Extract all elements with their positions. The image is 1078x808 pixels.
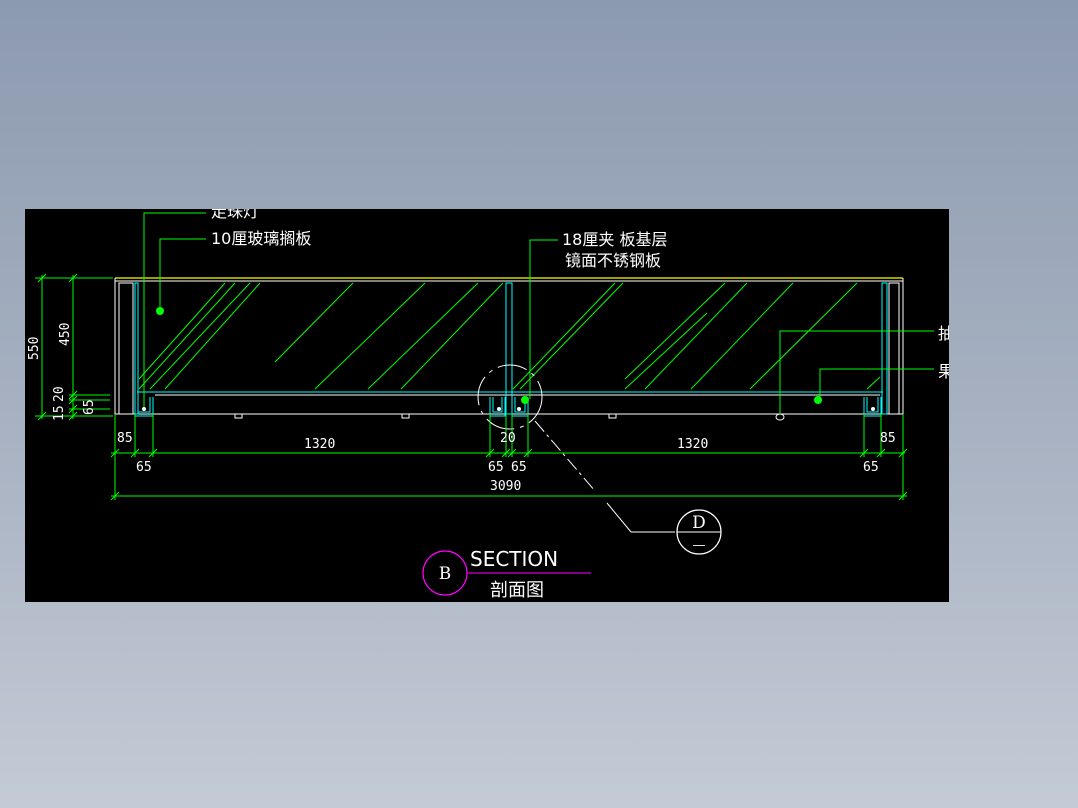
- detail-circle: [477, 364, 543, 430]
- dim-span-left: 1320: [304, 437, 335, 452]
- detail-callout: D —: [676, 509, 722, 555]
- bead-lamp-dot: [497, 407, 501, 411]
- leader-glass-shelf: [159, 238, 206, 309]
- leader-handle: [779, 330, 934, 414]
- left-post-inner: [134, 282, 139, 415]
- bracket-center-a: [489, 397, 506, 417]
- glass-hatching: [138, 282, 881, 390]
- dim-total-width: 3090: [490, 479, 521, 494]
- drawer-handle-mark: [775, 413, 785, 421]
- label-glass-shelf: 10厘玻璃搁板: [211, 229, 311, 248]
- right-post: [881, 282, 888, 415]
- leader-plywood: [529, 239, 558, 399]
- detail-callout-letter: D: [692, 513, 706, 533]
- leaders: [143, 212, 934, 414]
- detail-callout-sheet: —: [693, 538, 706, 553]
- dim-bottom-65-c: 65: [511, 460, 527, 475]
- dim-overall-height: 550: [27, 337, 42, 360]
- label-plywood: 18厘夹 板基层: [562, 230, 667, 249]
- dim-left-20: 20: [52, 386, 67, 402]
- dim-left-65: 65: [82, 399, 97, 415]
- detail-leader-2: [606, 502, 632, 533]
- label-drawer-handle: 抽屉拉手: [938, 324, 949, 343]
- section-title-letter: B: [439, 564, 452, 584]
- left-post: [118, 282, 134, 415]
- leader-dots: [156, 307, 822, 404]
- label-fireproof-board: 果绿色防火板: [938, 362, 949, 381]
- detail-leader-1: [534, 420, 596, 492]
- drawer-handle-mark: [234, 413, 243, 419]
- bead-lamp-dot: [142, 407, 146, 411]
- horizontal-dimensions: [110, 414, 908, 501]
- section-drawing: 走珠灯 10厘玻璃搁板 18厘夹 板基层 镜面不锈钢板 抽屉拉手 果绿色防火板 …: [27, 209, 949, 601]
- bead-lamp-dot: [517, 407, 521, 411]
- center-post: [505, 282, 513, 415]
- leader-fireproof: [819, 368, 934, 399]
- bracket-left: [134, 397, 154, 417]
- dim-left-15: 15: [52, 405, 67, 421]
- dim-bottom-65-d: 65: [863, 460, 879, 475]
- drawer-handle-mark: [608, 413, 617, 419]
- leader-bead-lamp: [143, 212, 206, 407]
- bracket-center-b: [511, 397, 529, 417]
- dim-left-85: 85: [117, 431, 133, 446]
- drawer-handle-mark: [401, 413, 410, 419]
- right-post-inner: [888, 282, 900, 415]
- bracket-right: [863, 397, 882, 417]
- section-title-text: SECTION: [470, 547, 558, 571]
- dim-upper-height: 450: [58, 323, 73, 346]
- dim-right-85: 85: [880, 431, 896, 446]
- label-mirror-steel: 镜面不锈钢板: [565, 251, 661, 270]
- cabinet-body: [114, 277, 904, 421]
- label-bead-lamp: 走珠灯: [211, 209, 259, 221]
- dim-span-right: 1320: [677, 437, 708, 452]
- vertical-dimensions: [35, 273, 113, 421]
- dim-bottom-65-a: 65: [136, 460, 152, 475]
- bead-lamp-dot: [871, 407, 875, 411]
- dim-bottom-65-b: 65: [488, 460, 504, 475]
- section-title: B SECTION 剖面图: [422, 547, 591, 601]
- cad-drawing-viewport[interactable]: 走珠灯 10厘玻璃搁板 18厘夹 板基层 镜面不锈钢板 抽屉拉手 果绿色防火板 …: [25, 209, 949, 602]
- dim-center-gap: 20: [500, 431, 516, 446]
- section-title-subtitle: 剖面图: [490, 580, 544, 601]
